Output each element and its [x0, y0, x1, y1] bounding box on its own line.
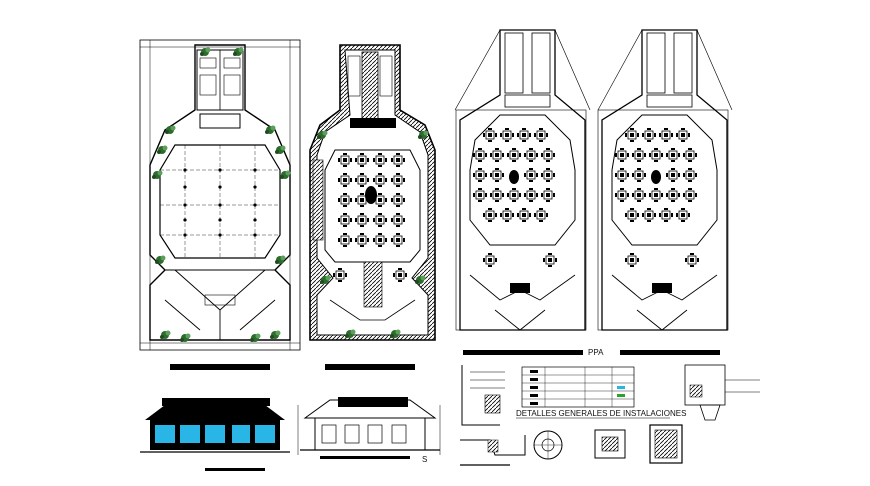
installation-details: DETALLES GENERALES DE INSTALACIONES [460, 364, 760, 466]
floor-plan-furniture [309, 44, 436, 370]
side-elevation: S [297, 397, 441, 464]
floor-plan-grid [139, 39, 301, 370]
front-elevation [140, 398, 290, 471]
legend-table [521, 366, 635, 408]
section-mark: S [422, 455, 427, 464]
plan-1-caption [170, 364, 270, 370]
floor-plan-installations-b [597, 29, 733, 355]
plan-3-tag: PPA [588, 348, 604, 357]
plan-2-caption [325, 364, 415, 370]
installations-title: DETALLES GENERALES DE INSTALACIONES [516, 409, 686, 418]
floor-plan-installations-a: PPA [454, 29, 604, 357]
